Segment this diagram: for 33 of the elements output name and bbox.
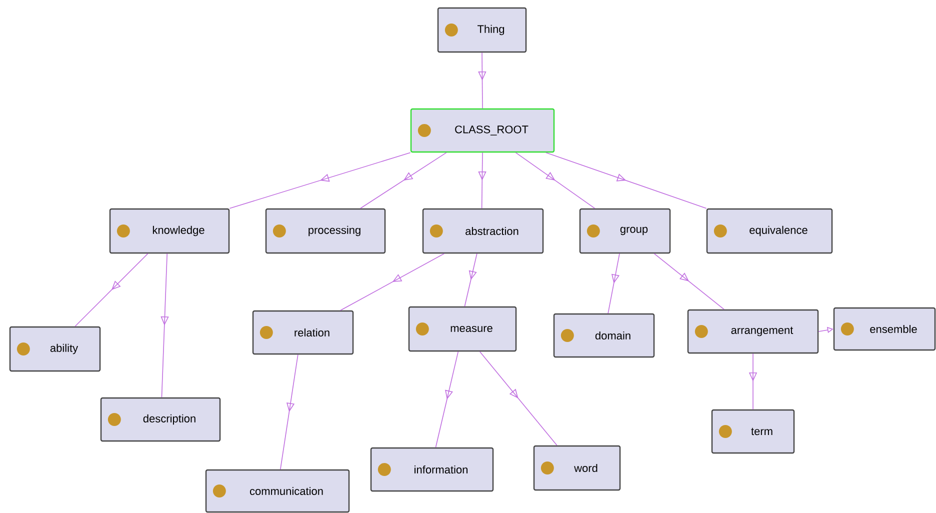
arrow bbox=[74, 253, 148, 327]
class-box: abstraction bbox=[422, 208, 544, 254]
arrow bbox=[340, 253, 445, 311]
arrow bbox=[160, 253, 169, 398]
arrow bbox=[478, 152, 486, 209]
arrow bbox=[464, 253, 478, 307]
arrow bbox=[280, 354, 298, 470]
class-box: information bbox=[370, 447, 494, 492]
class-box: processing bbox=[265, 208, 386, 254]
class-box: ensemble bbox=[833, 307, 936, 351]
arrow bbox=[546, 152, 707, 209]
class-box: ability bbox=[9, 326, 101, 372]
arrow bbox=[515, 152, 596, 209]
class-box: group bbox=[579, 208, 671, 254]
arrow bbox=[435, 351, 459, 448]
class-box: description bbox=[100, 397, 221, 442]
arrow bbox=[608, 253, 620, 314]
class-box: arrangement bbox=[687, 309, 819, 354]
class-box: CLASS_ROOT bbox=[410, 108, 555, 153]
class-box: word bbox=[533, 445, 621, 491]
class-box: domain bbox=[553, 313, 655, 358]
class-box: term bbox=[711, 409, 795, 454]
class-box: equivalence bbox=[706, 208, 833, 254]
arrow bbox=[229, 152, 411, 209]
class-box: relation bbox=[252, 310, 354, 355]
class-box: communication bbox=[205, 469, 350, 513]
arrow bbox=[478, 52, 486, 109]
class-box: measure bbox=[408, 306, 517, 352]
class-box: knowledge bbox=[109, 208, 230, 254]
arrow bbox=[360, 152, 447, 209]
class-box: Thing bbox=[437, 7, 527, 53]
arrow bbox=[479, 351, 558, 446]
arrow bbox=[654, 253, 725, 310]
